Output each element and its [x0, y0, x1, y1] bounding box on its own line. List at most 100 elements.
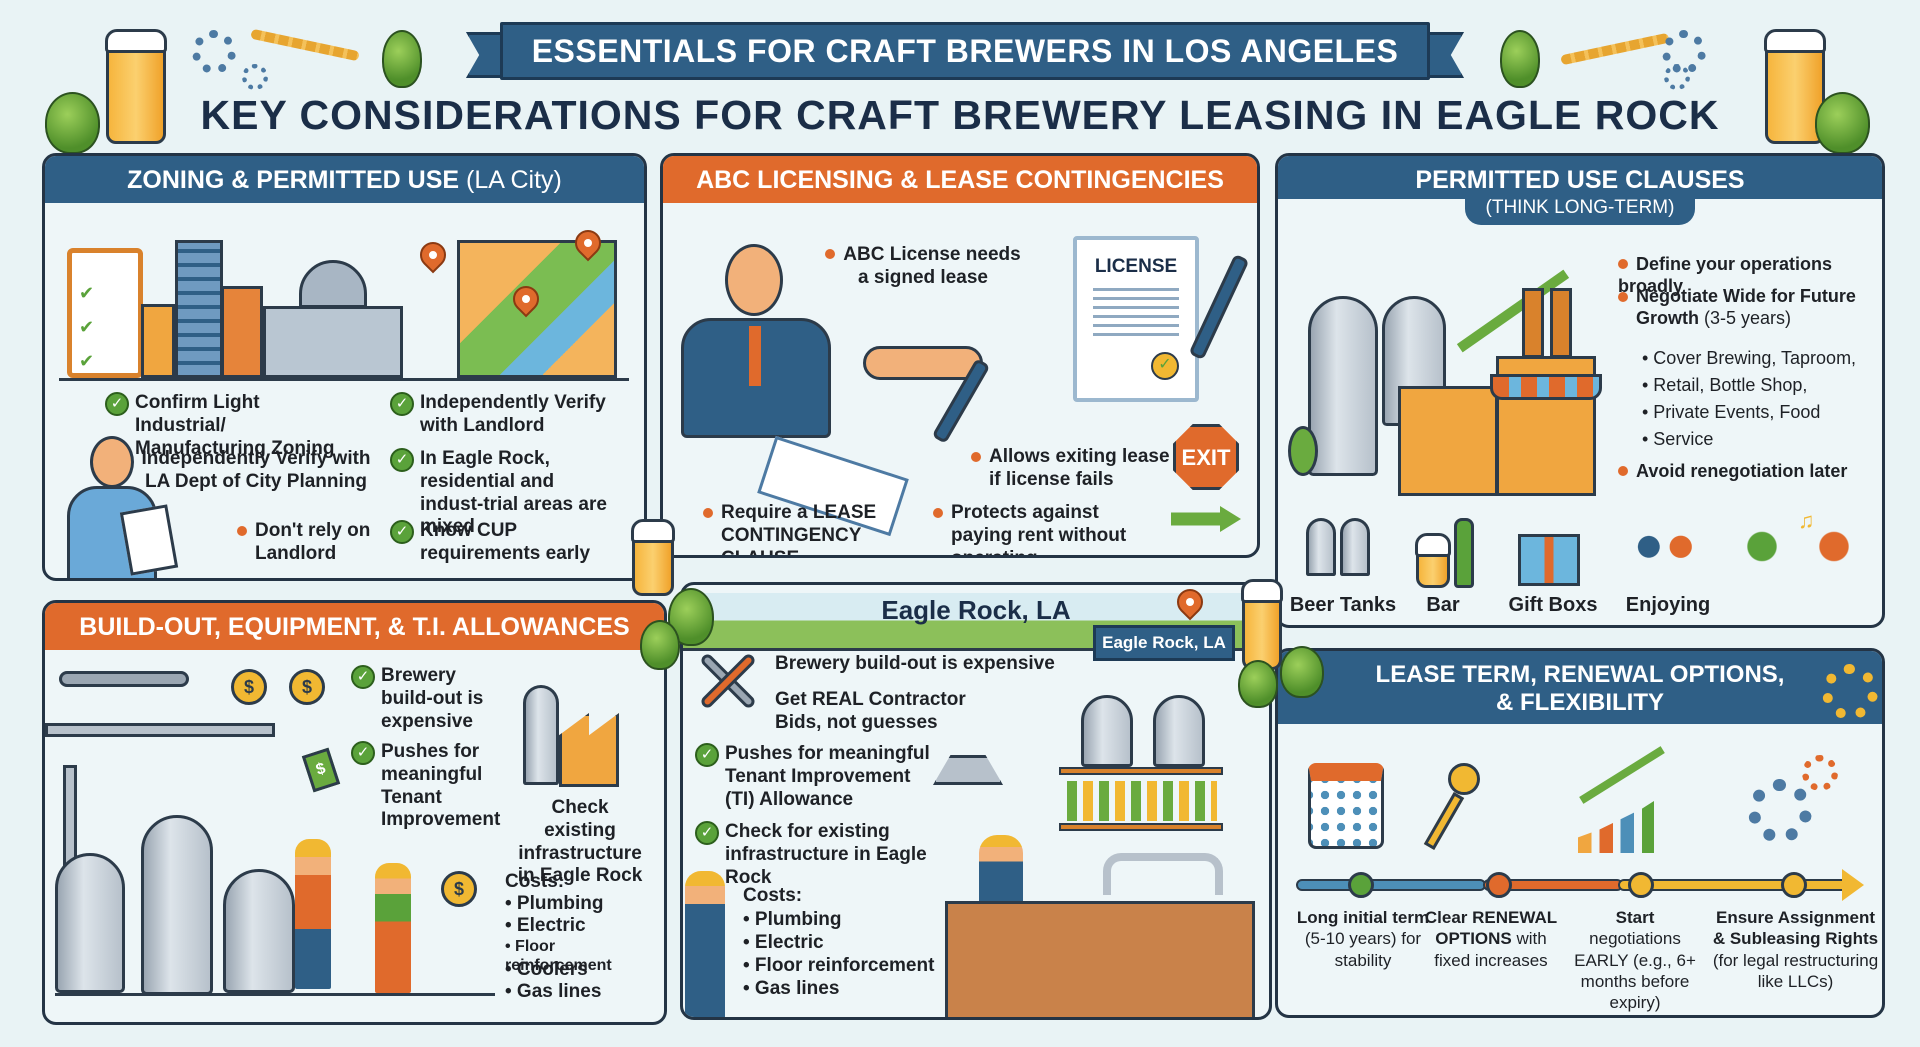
check-icon: ✓: [351, 741, 375, 765]
eagle-rock-title: Eagle Rock, LA: [881, 595, 1071, 625]
tank-icon: [523, 685, 559, 785]
panel-title: BUILD-OUT, EQUIPMENT, & T.I. ALLOWANCES: [45, 603, 664, 650]
abc-item-2: Allows exiting lease if license fails: [971, 446, 1171, 492]
cost-item: • Electric: [505, 915, 586, 936]
hop-icon: [1280, 646, 1324, 698]
zoning-item-4: ✓Independently Verify with Landlord: [390, 392, 620, 438]
abc-item-1: ABC License needs a signed lease: [823, 244, 1023, 290]
page-title: KEY CONSIDERATIONS FOR CRAFT BREWERY LEA…: [200, 92, 1720, 138]
bar-mug-icon: [1415, 533, 1451, 588]
cost-item: • Plumbing: [743, 909, 842, 930]
calendar-icon: [1308, 763, 1384, 849]
shelf: [1059, 823, 1223, 831]
header-banner: ESSENTIALS FOR CRAFT BREWERS IN LOS ANGE…: [500, 22, 1430, 80]
panel-zoning: ZONING & PERMITTED USE (LA City) ✔✔✔ ✓Co…: [42, 153, 647, 581]
vent-hood-icon: [933, 755, 1003, 785]
seal-icon: ✓: [1151, 352, 1179, 380]
enjoying-people-icon: [1626, 530, 1702, 586]
gear-icon: [192, 30, 236, 74]
beer-tanks-icon: [1340, 518, 1370, 576]
abc-item-3: Require a LEASE CONTINGENCY CLAUSE: [703, 502, 933, 555]
beer-glass-icon: [105, 29, 167, 144]
zoning-item-1: ✓Confirm Light Industrial/ Manufacturing…: [105, 392, 350, 460]
bullet-icon: [1618, 466, 1628, 477]
growth-arrow-icon: [1579, 746, 1665, 804]
tower-illustration: [175, 240, 223, 378]
dollar-coin-icon: $: [289, 669, 325, 705]
building-illustration: [221, 286, 263, 378]
bullet-icon: [1618, 259, 1628, 270]
check-icon: ✓: [390, 448, 414, 472]
factory-icon: [559, 713, 619, 787]
bullet-icon: [933, 508, 943, 518]
hop-icon: [1500, 30, 1540, 88]
icon-label-enjoying: Enjoying: [1625, 594, 1711, 616]
hop-icon: [640, 620, 680, 670]
timeline-step-1: Long initial term(5-10 years) for stabil…: [1296, 908, 1430, 970]
price-tag-icon: $: [301, 747, 341, 793]
timeline-dot: [1348, 872, 1374, 898]
gear-icon: [1748, 779, 1812, 843]
worker-illustration: [685, 871, 725, 1017]
worker-illustration: [295, 839, 331, 989]
panel-subtitle: (THINK LONG-TERM): [1465, 194, 1695, 225]
icon-label-bar: Bar: [1426, 594, 1460, 616]
cost-item: • Electric: [743, 932, 824, 953]
zoning-item-2: Independently Verify with LA Dept of Cit…: [141, 448, 371, 492]
wheat-icon: [1560, 32, 1670, 66]
dollar-coin-icon: $: [231, 669, 267, 705]
hop-icon: [45, 92, 100, 154]
check-icon: ✓: [390, 392, 414, 416]
bullet-icon: [971, 452, 981, 462]
zoning-item-3: Don't rely on Landlord: [237, 520, 377, 566]
bullet-icon: [703, 508, 713, 518]
eagle-item-3: ✓Pushes for meaningful Tenant Improvemen…: [695, 743, 935, 811]
brew-tank-illustration: [55, 853, 125, 993]
icon-label-beer-tanks: Beer Tanks: [1289, 594, 1397, 616]
panel-permitted-use: PERMITTED USE CLAUSES (THINK LONG-TERM) …: [1275, 153, 1885, 628]
check-list-icon: ✔✔✔: [79, 283, 95, 371]
icon-label-gift-boxs: Gift Boxs: [1508, 594, 1598, 616]
cost-item: • Coolers: [505, 959, 588, 980]
keys-icon: [1448, 763, 1480, 795]
document-icon: [119, 504, 179, 576]
worker-illustration: [375, 863, 411, 993]
wrench-icon: [59, 671, 189, 687]
brewery-building: [1398, 386, 1498, 496]
cost-item: • Floor reinforcement: [505, 938, 612, 975]
exit-arrow-icon: [1171, 506, 1241, 532]
panel-title: ZONING & PERMITTED USE (LA City): [45, 156, 644, 203]
costs-title: Costs:: [505, 871, 565, 892]
permitted-sub-4: • Service: [1642, 429, 1714, 449]
exit-sign: EXIT: [1173, 424, 1239, 490]
timeline-step-2: Clear RENEWAL OPTIONS with fixed increas…: [1424, 908, 1558, 970]
check-icon: ✓: [351, 665, 375, 689]
check-icon: ✓: [105, 392, 129, 416]
gift-box-icon: [1518, 534, 1580, 586]
couple-table-icon: [1738, 524, 1858, 614]
city-hall-illustration: [263, 306, 403, 378]
awning: [1490, 374, 1602, 400]
cost-item: • Gas lines: [743, 978, 840, 999]
permitted-sub-2: • Retail, Bottle Shop,: [1642, 375, 1808, 395]
cost-item: • Gas lines: [505, 981, 602, 1002]
beer-glass-icon: [1241, 579, 1283, 670]
check-icon: ✓: [695, 743, 719, 767]
pipe-illustration: [45, 723, 275, 737]
cost-item: • Floor reinforcement: [743, 955, 935, 976]
panel-buildout: BUILD-OUT, EQUIPMENT, & T.I. ALLOWANCES …: [42, 600, 667, 1025]
permitted-item-2: Negotiate Wide for Future Growth (3-5 ye…: [1618, 286, 1878, 329]
clipboard-illustration: [67, 248, 143, 378]
brew-tank-illustration: [1308, 296, 1378, 476]
license-label: LICENSE: [1094, 256, 1178, 277]
panel-title: ABC LICENSING & LEASE CONTINGENCIES: [663, 156, 1257, 203]
check-icon: ✓: [390, 520, 414, 544]
beer-tanks-icon: [1306, 518, 1336, 576]
growth-chart-icon: [1578, 801, 1654, 853]
gear-icon: [1802, 755, 1838, 791]
brew-tank-illustration: [141, 815, 213, 995]
music-note-icon: ♫: [1798, 508, 1815, 533]
timeline-step-4: Ensure Assignment & Subleasing Rights(fo…: [1712, 908, 1879, 991]
keys-icon: [1423, 792, 1465, 850]
tap-tower: [1103, 853, 1223, 895]
